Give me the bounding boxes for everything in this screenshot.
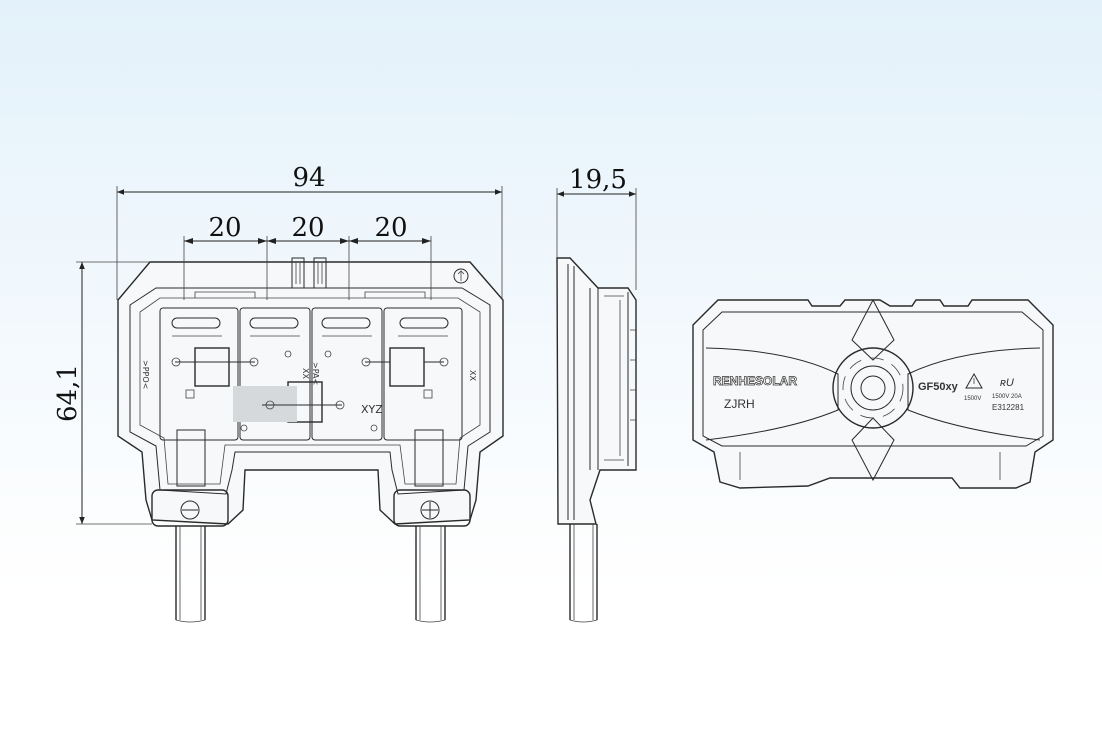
marking-xyz: XYZ	[361, 403, 383, 416]
dimension-thickness: 19,5	[556, 165, 637, 290]
lid-voltage: 1500V	[964, 396, 981, 402]
marking-xx-top: XX	[301, 368, 310, 379]
dimension-height-label: 64,1	[53, 364, 83, 422]
warning-triangle-icon	[965, 372, 983, 389]
lid-brand: RENHESOLAR	[713, 374, 797, 388]
terminal-slots	[159, 307, 463, 441]
lid-rating: 1500V 20A	[992, 394, 1022, 400]
dimension-thickness-label: 19,5	[569, 165, 627, 195]
lid-logo: ZJRH	[724, 397, 755, 411]
dimension-pitch-2: 20	[291, 213, 324, 243]
dimension-pitches: 20 20 20	[183, 213, 432, 300]
lid-model: GF50xy	[918, 381, 959, 393]
dimension-pitch-3: 20	[374, 213, 407, 243]
side-view	[556, 257, 637, 623]
lid-cert-number: E312281	[992, 403, 1025, 412]
dimension-height: 64,1	[53, 261, 152, 525]
marking-xx-side: XX	[468, 370, 477, 381]
dimension-width: 94	[116, 163, 503, 300]
marking-minus: >PA<	[311, 362, 320, 385]
front-view: XYZ XX >PA< >PPO< XX	[117, 257, 504, 623]
marking-plus: >PPO<	[141, 360, 150, 389]
diode-blocks	[171, 347, 449, 432]
ul-logo-icon: ʀU	[1000, 377, 1014, 389]
dimension-pitch-1: 20	[208, 213, 241, 243]
lid-view: RENHESOLAR ZJRH GF50xy 1500V ʀU 1500V 20…	[692, 298, 1054, 489]
dimension-width-label: 94	[292, 163, 325, 193]
cable-glands	[151, 489, 471, 623]
